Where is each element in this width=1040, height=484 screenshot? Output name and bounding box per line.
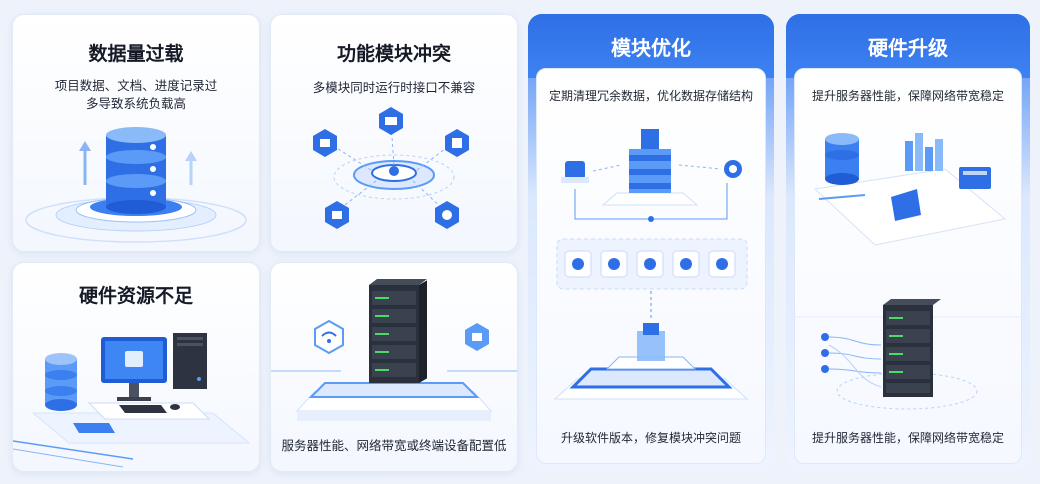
card-desc-line2: 多导致系统负载高 (85, 96, 186, 111)
panel-bottom-desc: 升级软件版本，修复模块冲突问题 (560, 431, 741, 445)
card-desc: 多模块同时运行时接口不兼容 (312, 80, 476, 95)
card-module-conflict: 功能模块冲突 多模块同时运行时接口不兼容 (270, 14, 518, 252)
panel-top-desc: 定期清理冗余数据，优化数据存储结构 (548, 89, 753, 103)
card-desc-line1: 项目数据、文档、进度记录过 (54, 78, 218, 93)
pipeline-node (672, 250, 700, 278)
module-hex-top (379, 107, 403, 135)
module-hex-bottom-right (435, 201, 459, 229)
module-hex-right (445, 129, 469, 157)
card-hardware-shortage: 硬件资源不足 (12, 262, 260, 472)
card-data-overload: 数据量过载 项目数据、文档、进度记录过 多导致系统负载高 (12, 14, 260, 252)
database-stack (45, 353, 77, 411)
panel-header (528, 14, 774, 78)
panel-inner: 定期清理冗余数据，优化数据存储结构 (536, 68, 766, 464)
panel-top-desc: 提升服务器性能，保障网络带宽稳定 (811, 89, 1004, 103)
server-rack-icon (271, 279, 517, 421)
module-network-icon (313, 107, 469, 229)
pipeline-node (636, 250, 664, 278)
panel-header (786, 14, 1030, 78)
tag-icon (465, 323, 489, 351)
pipeline-node (600, 250, 628, 278)
module-hex-bottom-left (325, 201, 349, 229)
pipeline-node (708, 250, 736, 278)
optimize-flow-diagram (553, 129, 749, 400)
database-stack (825, 133, 859, 185)
panel-hardware-upgrade: 硬件升级 提升服务器性能，保障网络带宽稳定 (786, 14, 1030, 470)
desktop-computer-icon (13, 333, 251, 468)
card-title: 数据量过载 (88, 43, 184, 65)
card-server-performance: 服务器性能、网络带宽或终端设备配置低 (270, 262, 518, 472)
card-title: 硬件资源不足 (78, 285, 193, 307)
module-hex-left (313, 129, 337, 157)
database-icon (25, 127, 247, 243)
panel-module-optimize: 模块优化 定期清理冗余数据，优化数据存储结构 (528, 14, 774, 470)
panel-bottom-desc: 提升服务器性能，保障网络带宽稳定 (811, 431, 1004, 445)
panel-title: 硬件升级 (868, 36, 948, 60)
card-title: 功能模块冲突 (336, 43, 451, 65)
card-desc: 服务器性能、网络带宽或终端设备配置低 (281, 438, 507, 453)
pipeline-node (564, 250, 592, 278)
hardware-upgrade-illustration (795, 133, 1021, 410)
panel-inner: 提升服务器性能，保障网络带宽稳定 (794, 68, 1022, 464)
panel-title: 模块优化 (611, 36, 691, 60)
wifi-icon (314, 319, 344, 355)
